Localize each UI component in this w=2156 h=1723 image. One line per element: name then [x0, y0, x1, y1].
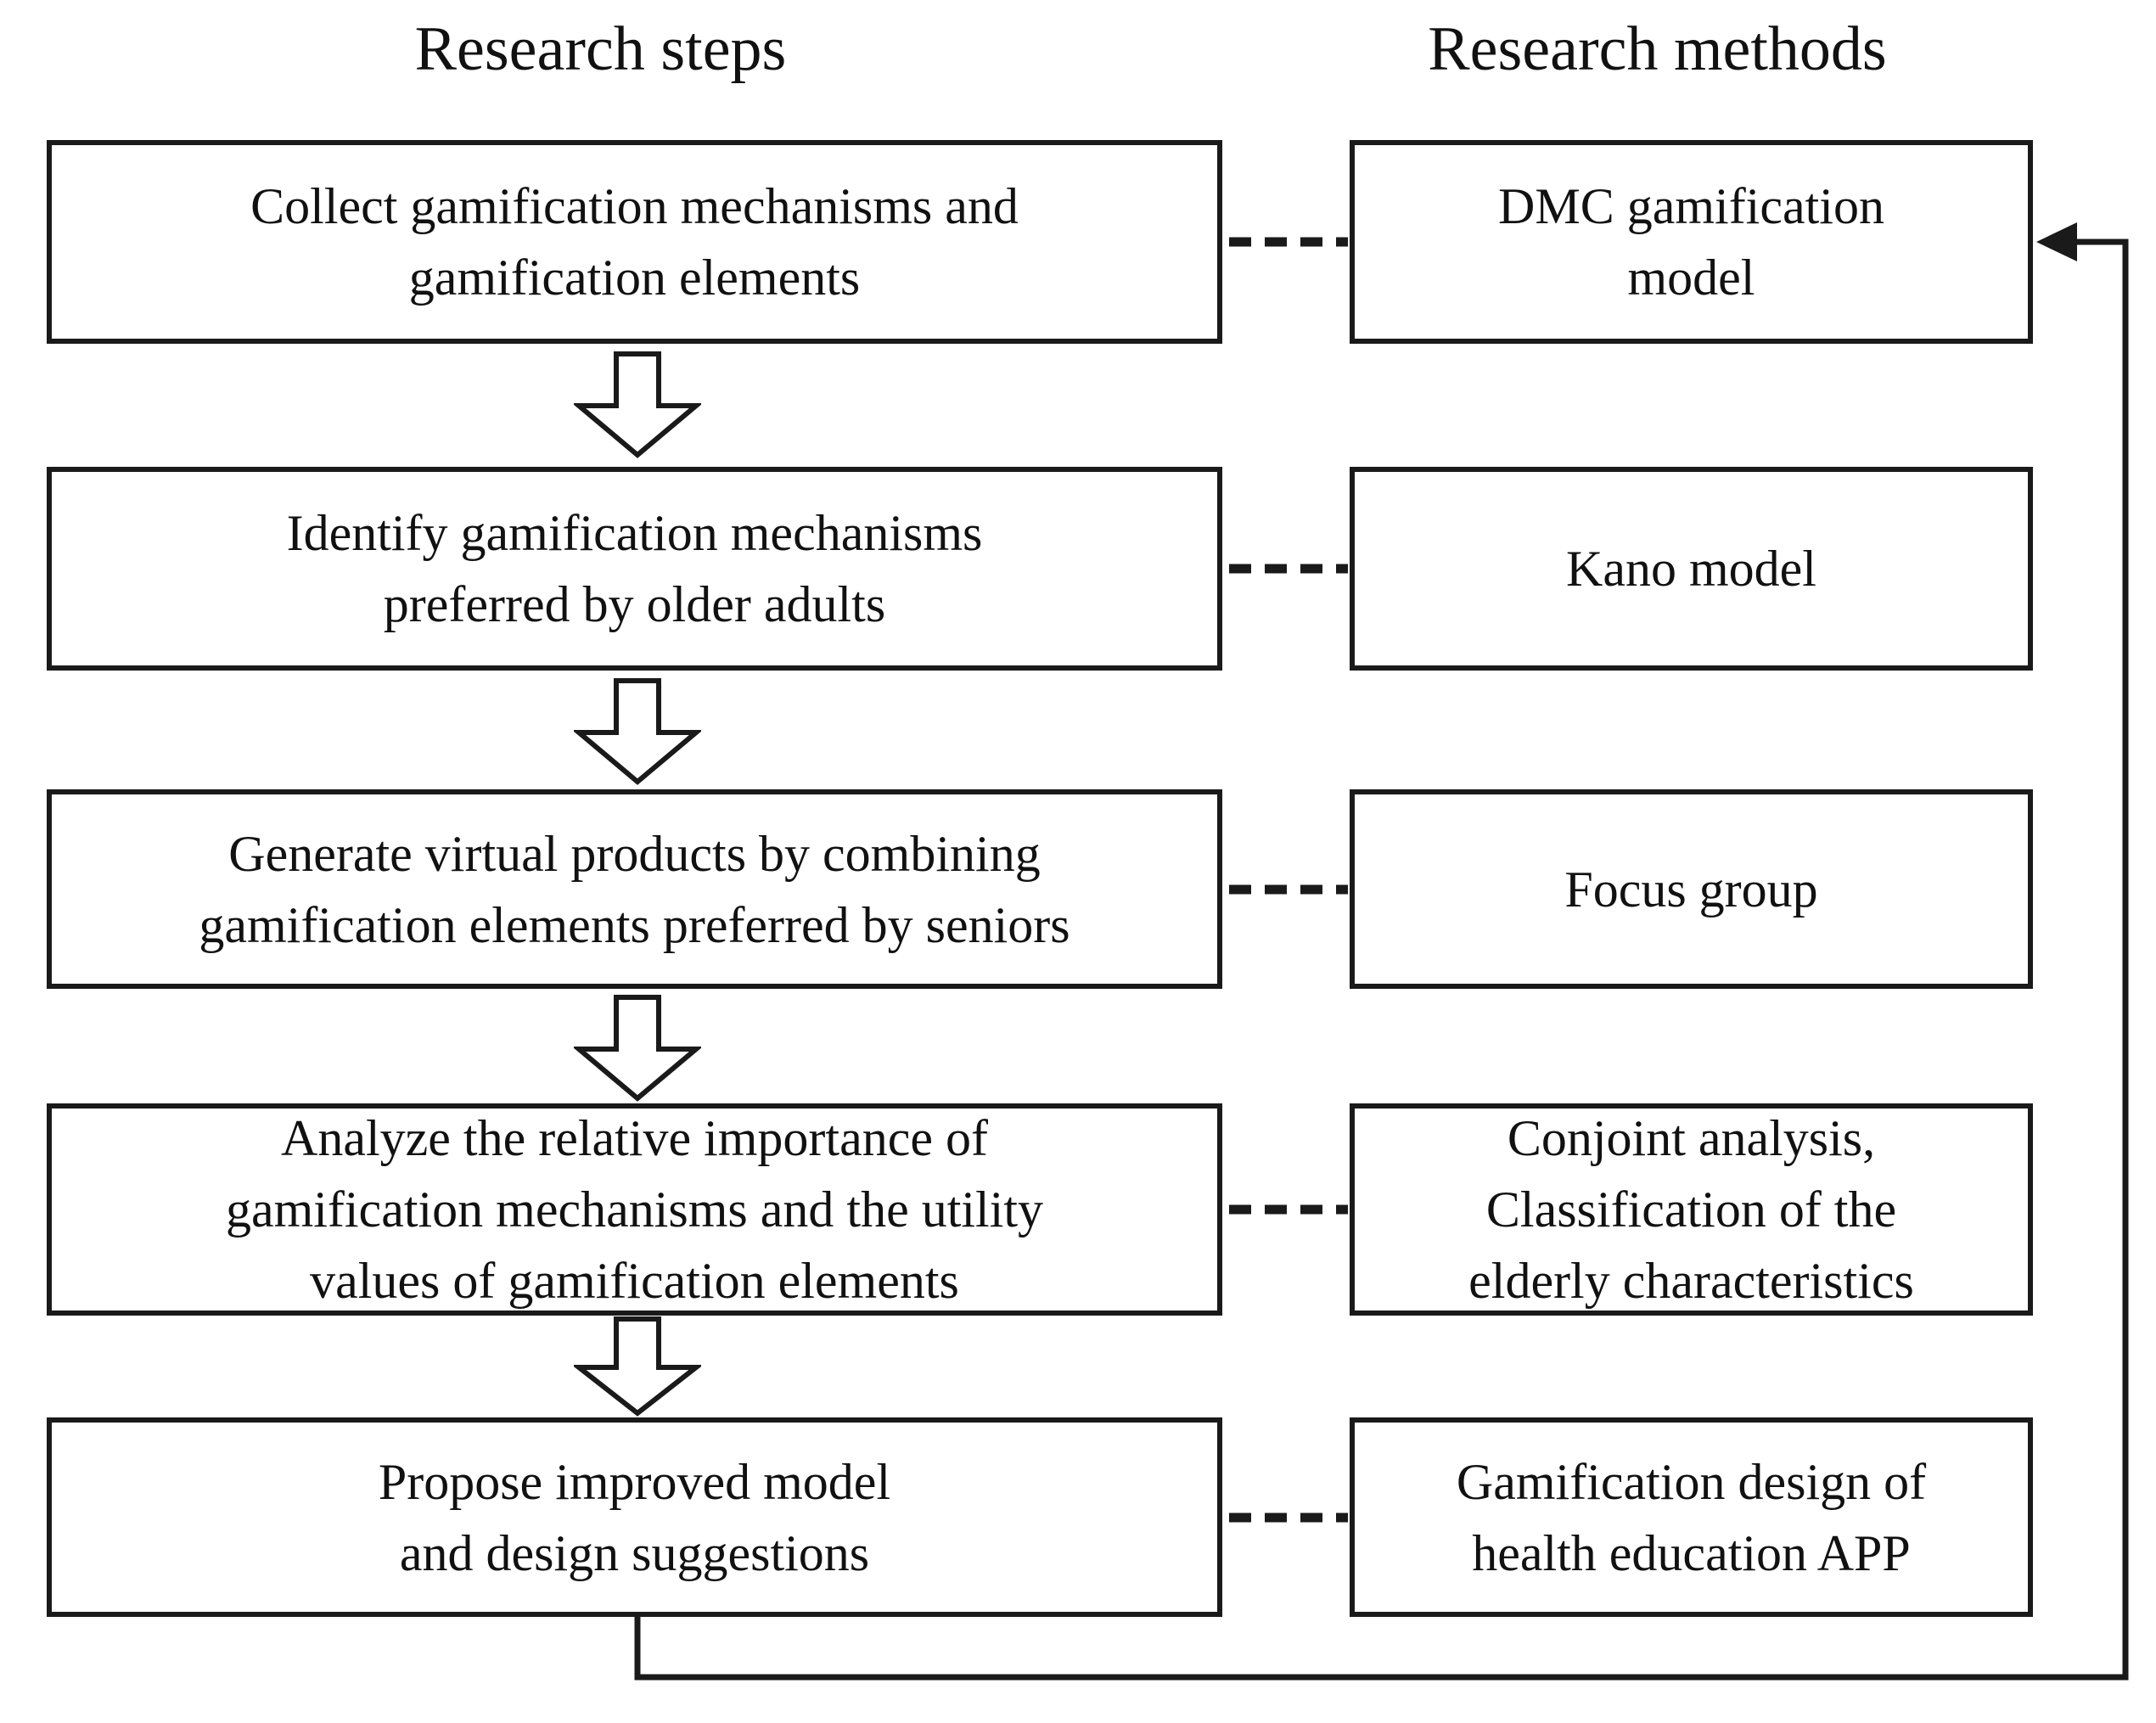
- down-arrow-icon: [574, 678, 701, 785]
- method-box-conjoint-analysis: Conjoint analysis, Classification of the…: [1350, 1103, 2033, 1316]
- box-label-line: Classification of the: [1485, 1181, 1897, 1238]
- box-label-line: Identify gamification mechanisms: [286, 505, 983, 561]
- down-arrow-icon: [574, 995, 701, 1102]
- box-label-line: Propose improved model: [378, 1453, 891, 1510]
- box-label-line: gamification elements preferred by senio…: [199, 896, 1070, 953]
- box-label-line: Conjoint analysis,: [1507, 1110, 1876, 1166]
- box-label-line: Focus group: [1564, 861, 1818, 918]
- step-box-identify: Identify gamification mechanisms preferr…: [47, 467, 1222, 671]
- box-label-line: elderly characteristics: [1468, 1253, 1914, 1309]
- step-box-collect: Collect gamification mechanisms and gami…: [47, 140, 1222, 344]
- method-box-gamification-design: Gamification design of health education …: [1350, 1417, 2033, 1617]
- down-arrow-icon: [574, 1316, 701, 1417]
- column-header-methods: Research methods: [1428, 14, 1887, 84]
- column-header-steps: Research steps: [414, 14, 787, 84]
- step-box-analyze: Analyze the relative importance of gamif…: [47, 1103, 1222, 1316]
- method-box-kano-model: Kano model: [1350, 467, 2033, 671]
- left-arrowhead-icon: [2036, 222, 2077, 261]
- box-label-line: gamification mechanisms and the utility: [225, 1181, 1044, 1238]
- box-label-line: Analyze the relative importance of: [281, 1110, 988, 1166]
- box-label-line: and design suggestions: [399, 1524, 870, 1581]
- step-box-generate: Generate virtual products by combining g…: [47, 789, 1222, 989]
- box-label-line: model: [1627, 250, 1755, 306]
- box-label-line: DMC gamification: [1498, 178, 1884, 234]
- method-box-dmc-model: DMC gamification model: [1350, 140, 2033, 344]
- box-label-line: Collect gamification mechanisms and: [250, 178, 1019, 234]
- box-label-line: Kano model: [1566, 541, 1816, 597]
- box-label-line: preferred by older adults: [383, 576, 886, 632]
- box-label-line: Gamification design of: [1456, 1453, 1927, 1510]
- box-label-line: gamification elements: [408, 250, 861, 306]
- box-label-line: Generate virtual products by combining: [228, 825, 1041, 882]
- down-arrow-icon: [574, 351, 701, 458]
- box-label-line: values of gamification elements: [310, 1253, 959, 1309]
- method-box-focus-group: Focus group: [1350, 789, 2033, 989]
- step-box-propose: Propose improved model and design sugges…: [47, 1417, 1222, 1617]
- box-label-line: health education APP: [1472, 1524, 1911, 1581]
